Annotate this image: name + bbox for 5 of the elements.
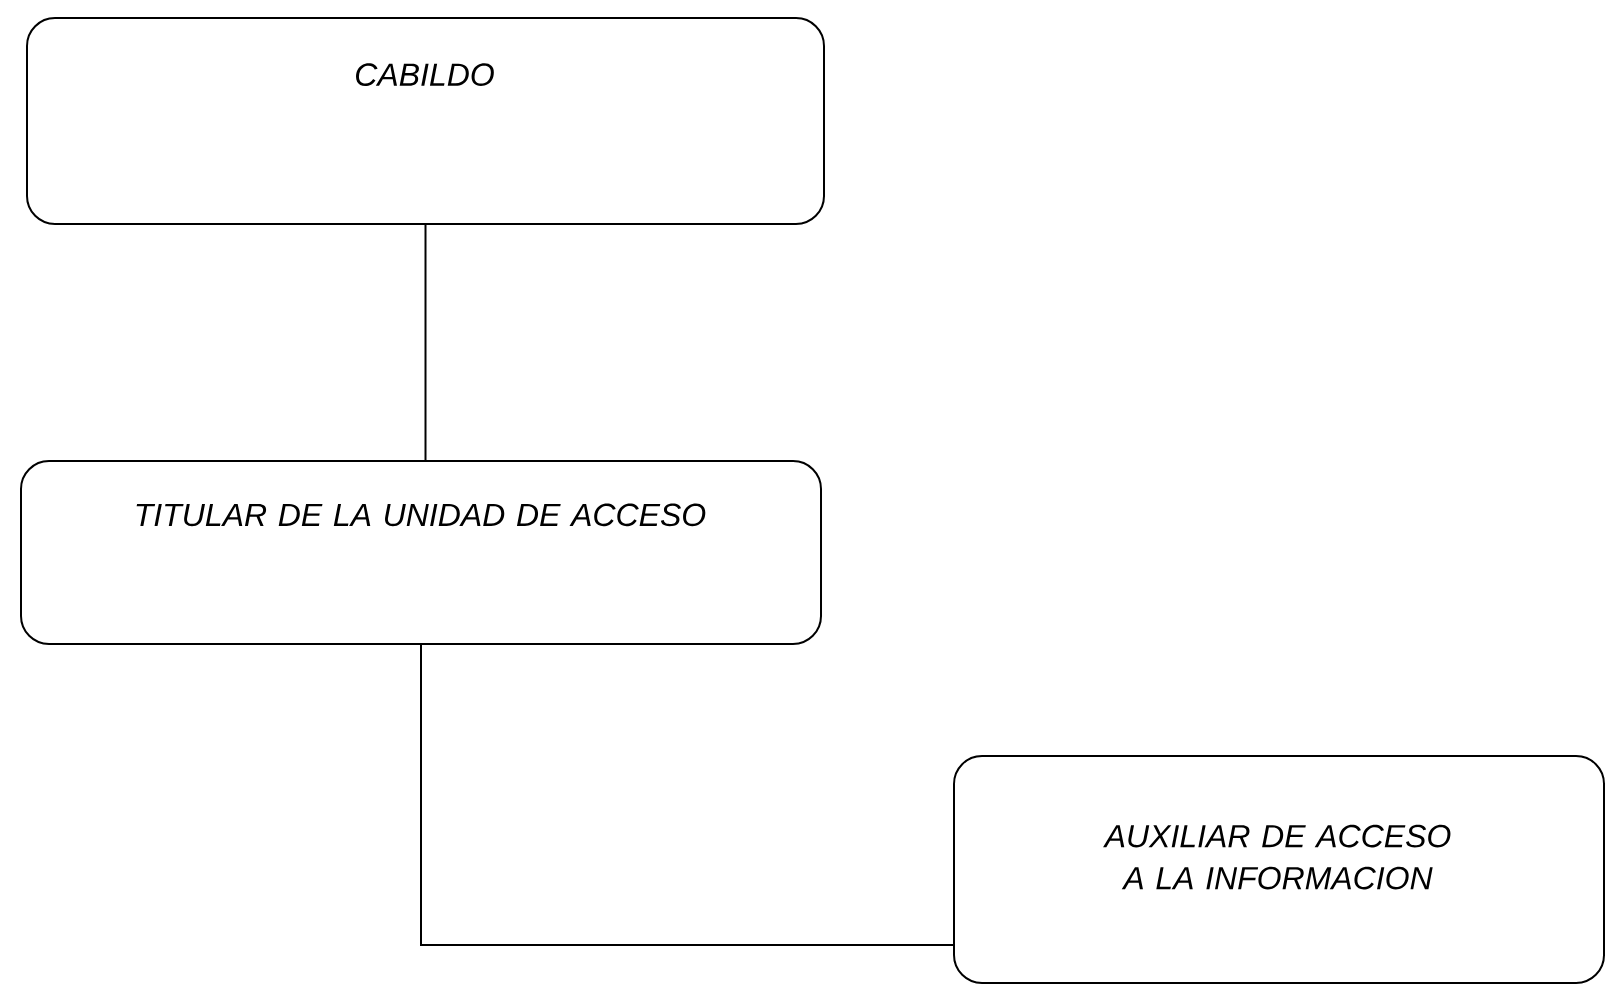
rounded-box: CABILDO bbox=[26, 17, 825, 225]
connector-line bbox=[420, 644, 954, 946]
rounded-box: TITULAR DE LA UNIDAD DE ACCESO bbox=[20, 460, 822, 645]
connector-line bbox=[424, 224, 427, 461]
rounded-box: AUXILIAR DE ACCESO A LA INFORMACION bbox=[953, 755, 1605, 984]
